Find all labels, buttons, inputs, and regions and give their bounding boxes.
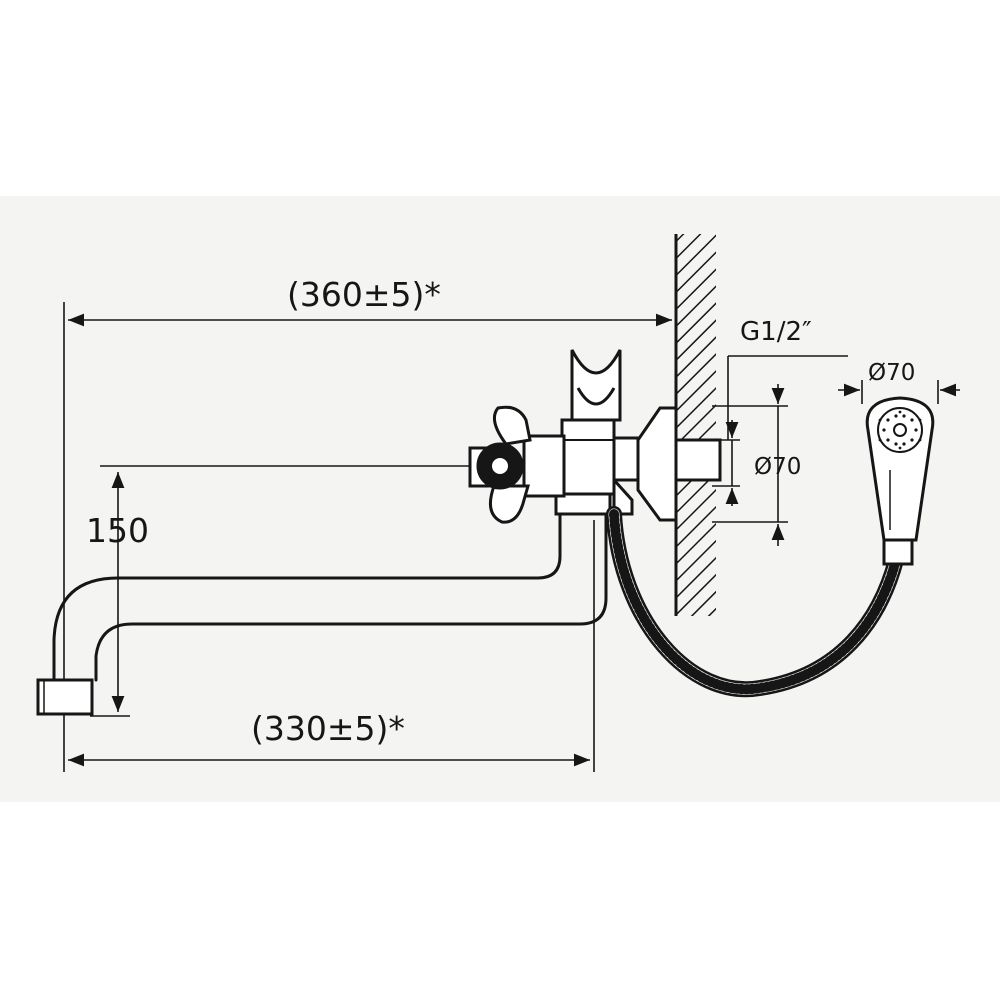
spout-pipe — [52, 510, 608, 682]
mixer-body — [522, 418, 640, 516]
valve-handle — [468, 405, 532, 524]
label-flange-diameter: Ø70 — [754, 454, 801, 480]
dimension-flange-diameter — [712, 355, 848, 546]
shower-hose — [606, 506, 904, 698]
label-height: 150 — [86, 511, 149, 550]
spout-aerator — [36, 678, 94, 716]
dimension-shower-diameter — [838, 380, 960, 404]
label-total-length: (360±5)* — [287, 275, 441, 314]
hand-shower — [865, 396, 935, 566]
label-thread: G1/2″ — [740, 317, 812, 347]
dimension-spout-length — [68, 520, 595, 772]
label-spout-length: (330±5)* — [251, 709, 405, 748]
shower-holder — [570, 349, 622, 422]
wall — [674, 234, 716, 616]
wall-fitting — [636, 406, 722, 522]
dimension-height — [90, 465, 500, 717]
label-shower-diameter: Ø70 — [868, 360, 915, 386]
